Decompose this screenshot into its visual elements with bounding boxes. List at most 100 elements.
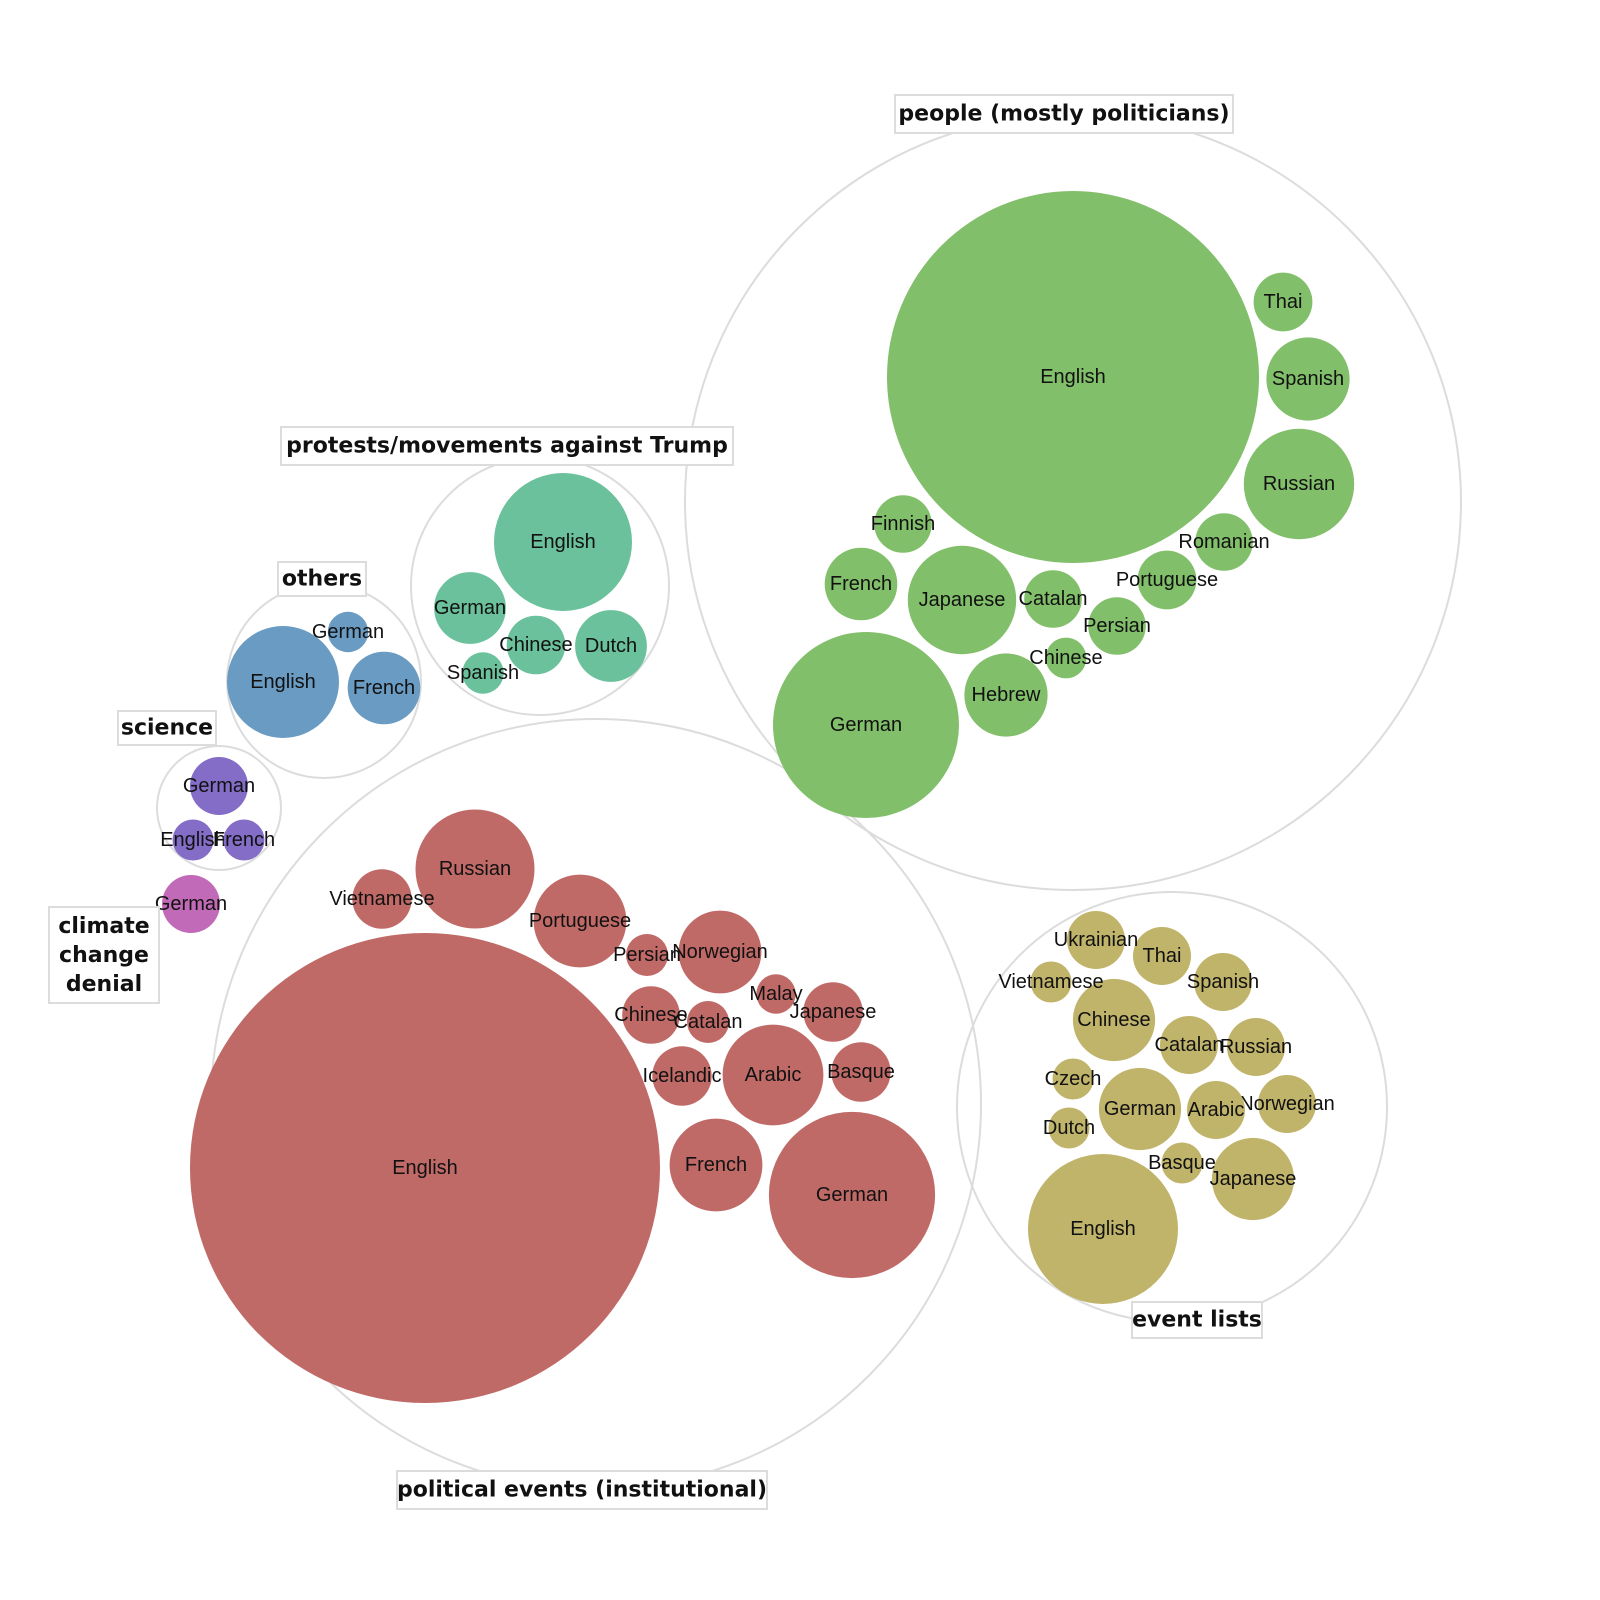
bubble [652, 1046, 712, 1106]
bubble-label: French [830, 573, 892, 595]
bubble [1098, 1067, 1182, 1151]
group-label-box [280, 426, 734, 466]
bubble [1067, 911, 1125, 969]
bubble [1187, 1081, 1245, 1139]
bubble [1266, 337, 1350, 421]
bubble-label: Norwegian [1239, 1093, 1335, 1115]
bubble [773, 632, 959, 818]
bubble [1243, 428, 1355, 540]
bubble-label: Japanese [919, 589, 1006, 611]
bubble [1195, 513, 1253, 571]
bubble-label: French [685, 1154, 747, 1176]
bubble-label: Norwegian [672, 941, 768, 963]
bubble-label: German [183, 775, 255, 797]
bubble-label: Basque [1148, 1152, 1216, 1174]
bubble-label: German [830, 714, 902, 736]
bubble [1072, 978, 1156, 1062]
bubble [1194, 953, 1252, 1011]
bubble [190, 757, 248, 815]
group-outline [156, 745, 282, 871]
bubble [756, 974, 796, 1014]
group-label: protests/movements against Trump [286, 434, 728, 459]
bubble [575, 610, 647, 682]
bubble [494, 473, 632, 611]
bubble-label: Hebrew [972, 684, 1041, 706]
bubble [874, 495, 932, 553]
bubble-label: German [1104, 1098, 1176, 1120]
bubble-label: German [312, 621, 384, 643]
bubble-label: Spanish [447, 662, 519, 684]
bubble-label: Czech [1045, 1068, 1102, 1090]
bubble-label: German [434, 597, 506, 619]
bubble-label: Japanese [790, 1001, 877, 1023]
bubble [622, 986, 680, 1044]
bubble [1024, 570, 1082, 628]
bubble [223, 819, 265, 861]
bubble-label: Arabic [1188, 1099, 1245, 1121]
bubble-label: German [155, 893, 227, 915]
bubble [162, 875, 220, 933]
bubble [1211, 1137, 1295, 1221]
bubble-label: Japanese [1210, 1168, 1297, 1190]
bubble-label: French [213, 829, 275, 851]
bubble-label: Portuguese [1116, 569, 1218, 591]
bubble-label: Spanish [1187, 971, 1259, 993]
group-label: event lists [1132, 1308, 1262, 1333]
bubble-label: Thai [1264, 291, 1303, 313]
bubbles: EnglishGermanRussianJapaneseSpanishHebre… [155, 191, 1355, 1403]
group-label: science [121, 716, 213, 741]
bubble [1258, 1075, 1316, 1133]
group-label-box [48, 906, 160, 1004]
bubble [1030, 961, 1072, 1003]
bubble-label: Romanian [1178, 531, 1269, 553]
bubble-label: Dutch [585, 635, 637, 657]
bubble [803, 982, 863, 1042]
bubble-label: Persian [1083, 615, 1151, 637]
bubble [887, 191, 1259, 563]
bubble-label: English [392, 1157, 458, 1179]
group-label-box [396, 1470, 768, 1510]
bubble-label: English [530, 531, 596, 553]
bubble-label: French [353, 677, 415, 699]
bubble [352, 869, 412, 929]
bubble-label: Catalan [1155, 1034, 1224, 1056]
bubble [964, 653, 1048, 737]
bubble-label: English [1070, 1218, 1136, 1240]
bubble [172, 819, 214, 861]
bubble-label: Finnish [871, 513, 935, 535]
bubble-label: Spanish [1272, 368, 1344, 390]
bubble-label: Catalan [1019, 588, 1088, 610]
bubble [434, 572, 506, 644]
bubble [1227, 1018, 1285, 1076]
bubble [1048, 1107, 1090, 1149]
group-label: political events (institutional) [397, 1478, 767, 1503]
bubble [824, 547, 898, 621]
bubble [327, 611, 369, 653]
bubble-label: Vietnamese [329, 888, 434, 910]
bubble-label: Russian [1263, 473, 1335, 495]
bubble [227, 626, 339, 738]
bubble-label: Chinese [614, 1004, 687, 1026]
group-label-box [117, 710, 217, 746]
bubble-label: Arabic [745, 1064, 802, 1086]
bubble-label: Russian [439, 858, 511, 880]
bubble [1088, 597, 1146, 655]
bubble [347, 651, 421, 725]
bubble [462, 652, 504, 694]
bubble [1161, 1142, 1203, 1184]
bubble [415, 809, 535, 929]
bubble-label: Chinese [1077, 1009, 1150, 1031]
bubble [1052, 1058, 1094, 1100]
bubble-label: Catalan [674, 1011, 743, 1033]
bubble-label: Vietnamese [998, 971, 1103, 993]
bubble-label: Portuguese [529, 910, 631, 932]
bubble-label: Icelandic [643, 1065, 722, 1087]
bubble-label: English [160, 829, 226, 851]
bubble [722, 1024, 824, 1126]
bubble [1133, 927, 1191, 985]
bubble [831, 1042, 891, 1102]
bubble-label: Ukrainian [1054, 929, 1138, 951]
bubble [687, 1001, 729, 1043]
